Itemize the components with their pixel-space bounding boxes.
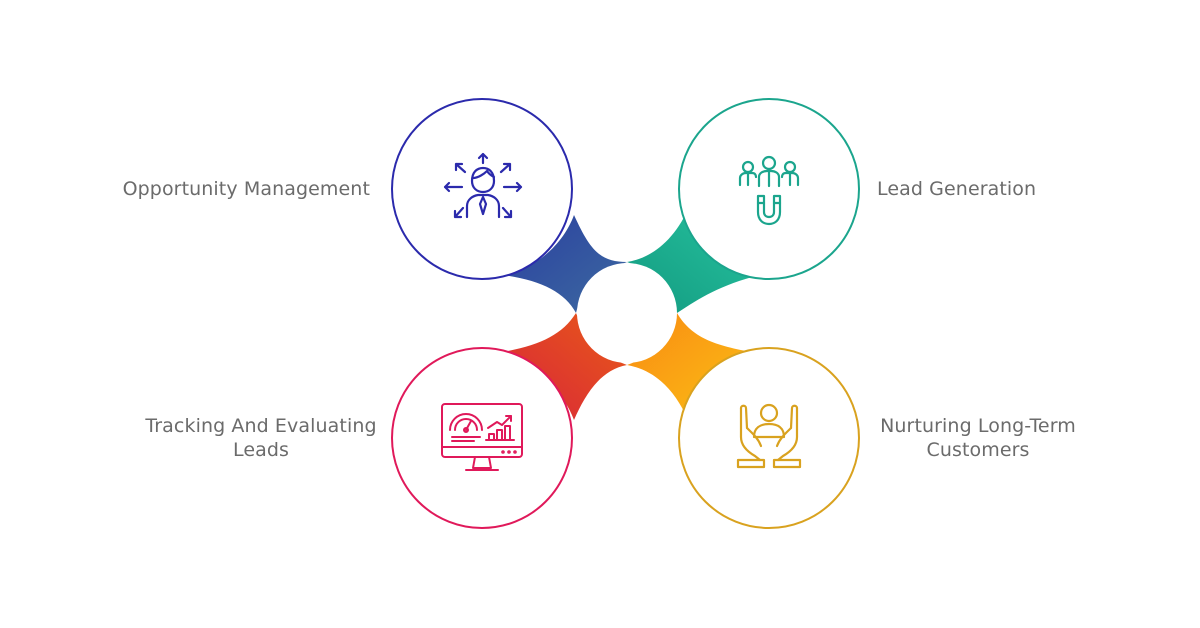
tracking-dashboard-icon bbox=[441, 403, 523, 471]
nurturing-hands-icon bbox=[736, 403, 802, 469]
label-line: Nurturing Long-Term bbox=[880, 415, 1076, 437]
label-line: Tracking And Evaluating bbox=[145, 415, 377, 437]
circle-lead-generation bbox=[678, 98, 860, 280]
label-nurturing-customers: Nurturing Long-Term Customers bbox=[864, 414, 1092, 462]
circle-opportunity-management bbox=[391, 98, 573, 280]
label-line: Lead Generation bbox=[877, 178, 1037, 200]
wedge-red bbox=[503, 313, 627, 420]
label-line: Leads bbox=[232, 439, 290, 461]
label-line: Opportunity Management bbox=[122, 178, 370, 200]
wedge-blue bbox=[503, 215, 627, 313]
label-lead-generation: Lead Generation bbox=[877, 177, 1036, 201]
center-circle bbox=[577, 263, 677, 363]
label-tracking-leads: Tracking And Evaluating Leads bbox=[140, 414, 382, 462]
label-opportunity-management: Opportunity Management bbox=[123, 177, 370, 201]
wedge-teal bbox=[627, 205, 760, 313]
label-line: Customers bbox=[926, 439, 1030, 461]
opportunity-management-icon bbox=[443, 152, 523, 219]
circle-tracking-leads bbox=[391, 347, 573, 529]
wedge-orange bbox=[627, 313, 752, 420]
lead-generation-magnet-icon bbox=[738, 155, 800, 226]
